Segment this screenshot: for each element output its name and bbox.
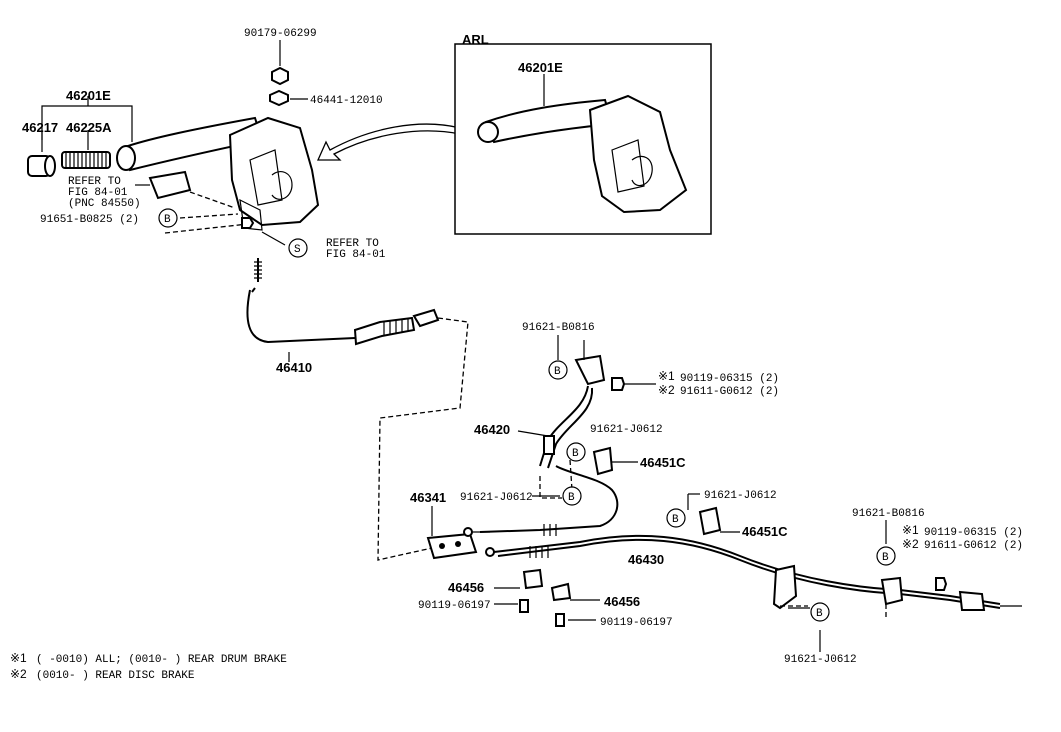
label-refer-b: FIG 84-01: [68, 187, 128, 199]
label-refer-c: (PNC 84550): [68, 198, 141, 210]
label-91621-j0612-d: 91621-J0612: [784, 654, 857, 666]
b-marker: B: [568, 492, 575, 504]
label-46441-12010: 46441-12010: [310, 95, 383, 107]
label-refer2-b: FIG 84-01: [326, 249, 386, 261]
reference-markers: B S B B B B B B: [158, 208, 896, 622]
label-91611-g0612-right: 91611-G0612 (2): [924, 540, 1023, 552]
b-marker: B: [164, 214, 171, 226]
b-marker: B: [554, 366, 561, 378]
label-91621-j0612-b: 91621-J0612: [460, 492, 533, 504]
footnote-1-mark: ※1: [10, 651, 27, 665]
label-refer2-a: REFER TO: [326, 238, 379, 250]
b-marker: B: [672, 514, 679, 526]
footnote-2-mark: ※2: [10, 667, 27, 681]
label-46456-a: 46456: [448, 580, 484, 595]
label-91651-b0825: 91651-B0825 (2): [40, 214, 139, 226]
label-46430: 46430: [628, 552, 664, 567]
label-refer-a: REFER TO: [68, 176, 121, 188]
label-46456-b: 46456: [604, 594, 640, 609]
b-marker: B: [882, 552, 889, 564]
label-91621-b0816-right: 91621-B0816: [852, 508, 925, 520]
arl-inset: [454, 43, 712, 235]
footnote-1-text: ( -0010) ALL; (0010- ) REAR DRUM BRAKE: [36, 654, 287, 666]
label-90119-06315-top: 90119-06315 (2): [680, 373, 779, 385]
label-46410: 46410: [276, 360, 312, 375]
label-46217: 46217: [22, 120, 58, 135]
s-marker: S: [294, 244, 301, 256]
b-marker: B: [816, 608, 823, 620]
footnote-2-text: (0010- ) REAR DISC BRAKE: [36, 670, 195, 682]
label-90119-06197-a: 90119-06197: [418, 600, 491, 612]
lever-assembly: [27, 40, 440, 362]
star2-right: ※2: [902, 537, 919, 551]
label-91621-b0816-top: 91621-B0816: [522, 322, 595, 334]
b-marker: B: [572, 448, 579, 460]
label-46451c-b: 46451C: [742, 524, 788, 539]
part-labels: 90179-06299 46441-12010 46201E 46217 462…: [22, 28, 1023, 666]
footnotes: ※1 ( -0010) ALL; (0010- ) REAR DRUM BRAK…: [10, 651, 287, 682]
star1-right: ※1: [902, 523, 919, 537]
label-46420: 46420: [474, 422, 510, 437]
rear-cables: [377, 317, 1022, 652]
label-90119-06315-right: 90119-06315 (2): [924, 527, 1023, 539]
star2-top: ※2: [658, 383, 675, 397]
label-90179-06299: 90179-06299: [244, 28, 317, 40]
label-46451c-a: 46451C: [640, 455, 686, 470]
label-arl-46201e: 46201E: [518, 60, 563, 75]
label-46225a: 46225A: [66, 120, 112, 135]
label-91621-j0612-a: 91621-J0612: [590, 424, 663, 436]
label-arl: ARL: [462, 32, 489, 47]
label-46341: 46341: [410, 490, 446, 505]
star1-top: ※1: [658, 369, 675, 383]
label-46201e: 46201E: [66, 88, 111, 103]
label-91611-g0612-top: 91611-G0612 (2): [680, 386, 779, 398]
label-90119-06197-b: 90119-06197: [600, 617, 673, 629]
arrow-icon: [316, 123, 461, 161]
label-91621-j0612-c: 91621-J0612: [704, 490, 777, 502]
